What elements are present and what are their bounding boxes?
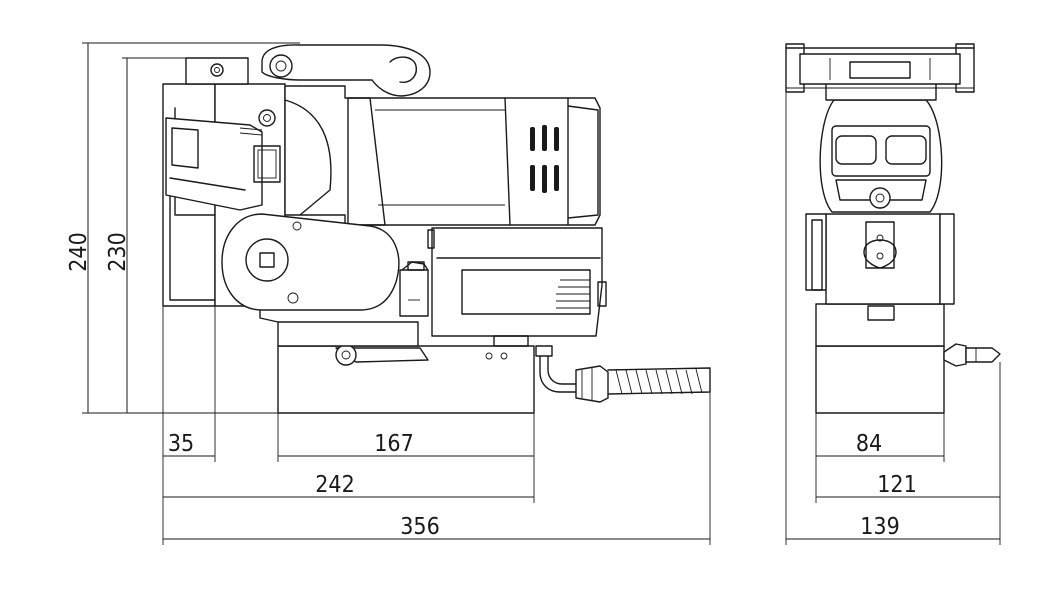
- front-spindle-bolt: [869, 187, 891, 209]
- dim-label-356: 356: [400, 514, 440, 540]
- motor-vents: [530, 125, 559, 193]
- dim-label-167: 167: [374, 431, 414, 457]
- dim-label-35: 35: [168, 431, 194, 457]
- battery-pack: [165, 117, 263, 211]
- spindle-nose: [399, 269, 429, 317]
- front-vent-left: [835, 135, 877, 165]
- dim-label-84: 84: [856, 431, 882, 457]
- dim-label-139: 139: [860, 514, 900, 540]
- control-vents: [556, 279, 590, 309]
- dim-label-242: 242: [315, 472, 355, 498]
- front-slide-plate: [815, 303, 945, 347]
- top-cap: [185, 57, 249, 85]
- lever-pivot: [335, 344, 357, 366]
- front-head-housing: [819, 99, 943, 213]
- battery-release: [253, 145, 281, 183]
- dim-label-240: 240: [66, 232, 92, 272]
- base-screw: [500, 352, 508, 360]
- front-side-block: [805, 213, 827, 291]
- dim-label-121: 121: [877, 472, 917, 498]
- carry-handle: [261, 44, 431, 97]
- coolant-hose: [607, 367, 711, 395]
- control-panel: [461, 269, 591, 315]
- dim-label-230: 230: [105, 232, 131, 272]
- slide-plate: [277, 321, 419, 347]
- feed-gearbox: [221, 213, 400, 311]
- front-vent-right: [885, 135, 927, 165]
- front-coolant-nozzle: [943, 343, 967, 367]
- motor-housing: [284, 85, 601, 226]
- handle-pivot: [269, 54, 293, 78]
- front-view: [785, 43, 1001, 414]
- front-dimensions: 84 121 139: [785, 92, 1001, 545]
- side-dimensions: 240 230 35 167 242 356: [66, 42, 711, 545]
- control-box: [431, 227, 603, 337]
- side-view: [162, 44, 711, 414]
- base-screw: [485, 352, 493, 360]
- front-side-block-r: [939, 213, 955, 305]
- feed-hub: [245, 238, 289, 282]
- front-magnet-base: [815, 345, 945, 414]
- hose-elbow: [539, 345, 577, 393]
- front-plate: [865, 221, 895, 269]
